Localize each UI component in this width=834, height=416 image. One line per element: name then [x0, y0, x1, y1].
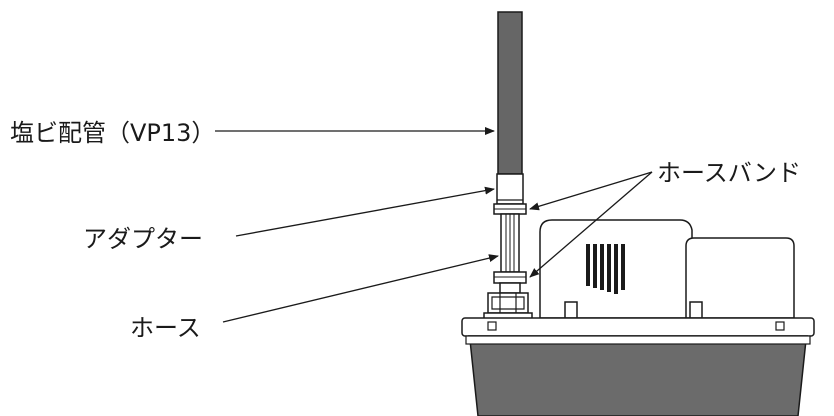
hose-band-upper-leader-arrow — [529, 171, 653, 211]
hose-label: ホース — [130, 314, 201, 342]
tank-lid — [461, 317, 815, 337]
pvc-pipe-label: 塩ビ配管（VP13） — [10, 119, 216, 147]
housing-clip-right — [689, 301, 703, 318]
adapter-label: アダプター — [83, 225, 203, 253]
outlet-fitting — [487, 292, 529, 314]
motor-block — [685, 237, 795, 319]
outlet-fitting-neck — [499, 282, 521, 294]
tank-rim — [465, 335, 811, 345]
hose-band-lower-leader-arrow — [529, 171, 653, 278]
hose-leader-arrow — [222, 254, 499, 323]
tank-body — [469, 339, 807, 416]
hose-band-label: ホースバンド — [657, 159, 801, 187]
lid-hole-left — [487, 321, 497, 331]
housing-clip-left — [564, 301, 578, 318]
vent-slots — [586, 244, 625, 294]
outlet-fitting-detail — [491, 293, 525, 313]
lid-hole-right — [775, 321, 785, 331]
adapter-leader-arrow — [235, 186, 495, 237]
pvc-pipe — [497, 11, 523, 175]
